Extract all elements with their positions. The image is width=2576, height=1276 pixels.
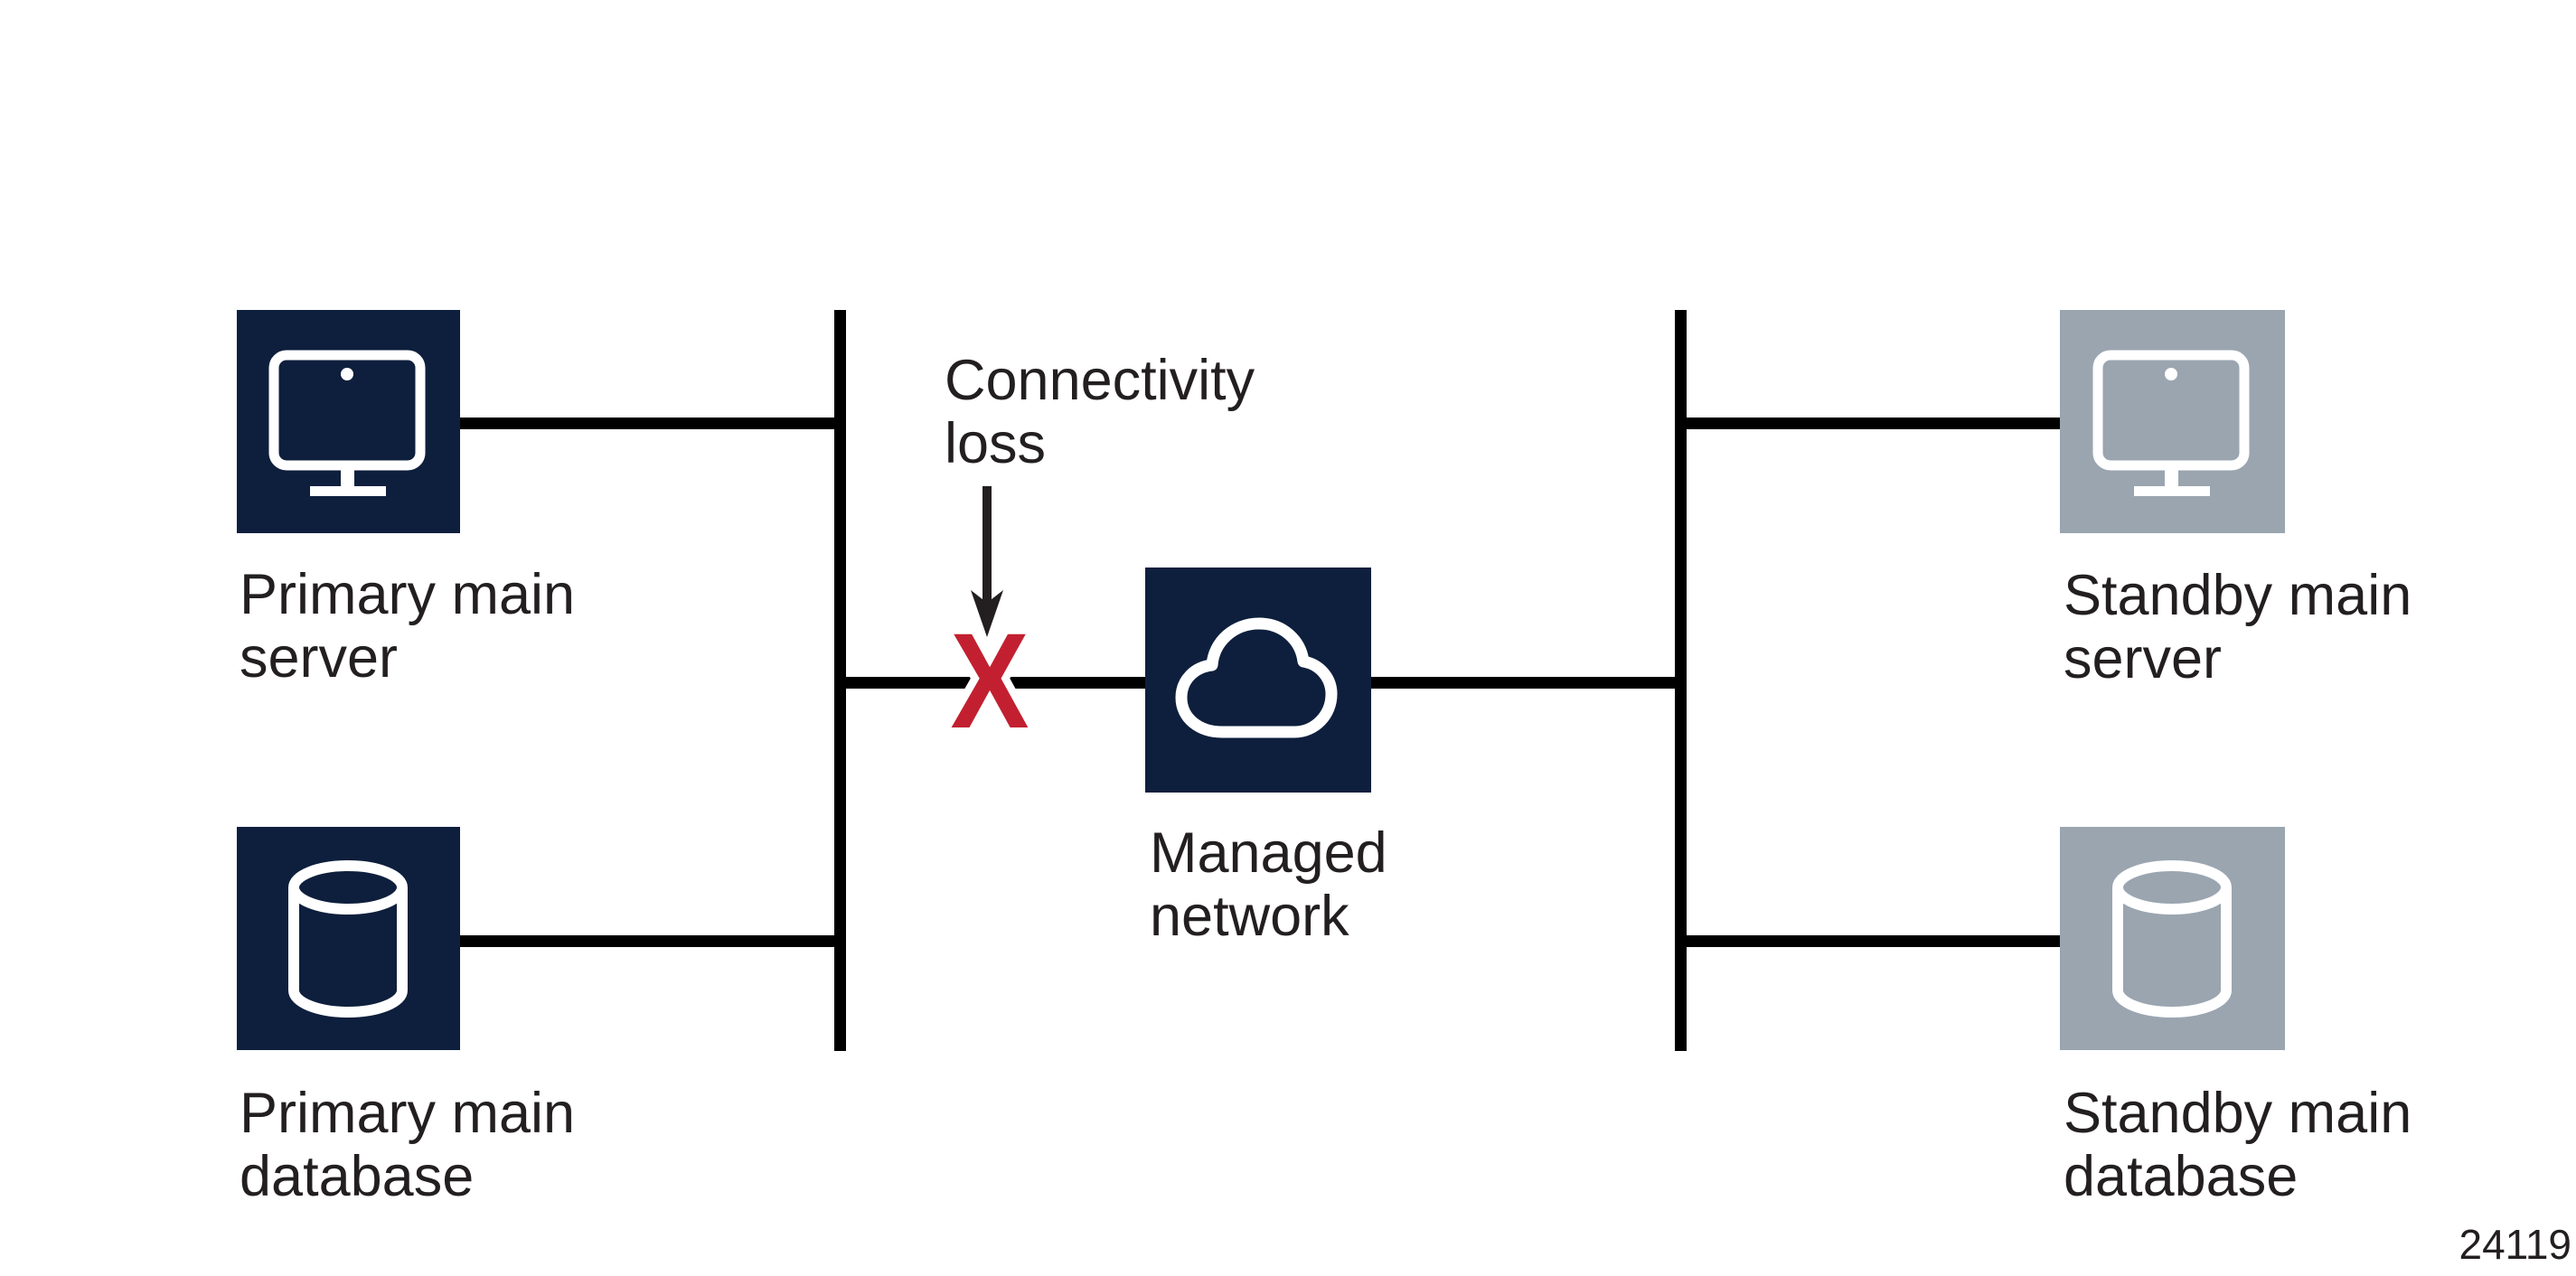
standby-server-label: Standby main server	[2064, 564, 2411, 690]
database-icon	[2112, 860, 2232, 1018]
link-primary-database-to-bus	[460, 935, 846, 947]
connectivity-loss-label-line1: Connectivity	[945, 349, 1255, 412]
primary-server-label: Primary main server	[240, 563, 575, 690]
database-icon	[288, 860, 408, 1018]
connectivity-loss-label-line2: loss	[945, 412, 1047, 475]
connectivity-loss-label: Connectivity loss	[945, 349, 1255, 475]
managed-network-label-line2: network	[1150, 885, 1349, 948]
link-primary-server-to-bus	[460, 418, 846, 429]
x-mark-halo: X	[943, 605, 1037, 757]
x-mark-red: X	[950, 605, 1029, 756]
link-bus-to-managed-network-broken	[834, 677, 1145, 689]
primary-server-label-line1: Primary main	[240, 563, 576, 626]
monitor-icon	[2092, 350, 2250, 496]
link-bus-to-standby-database	[1675, 935, 2060, 947]
primary-server-box	[237, 310, 460, 533]
managed-network-box	[1145, 568, 1371, 793]
primary-database-label-line2: database	[240, 1145, 475, 1208]
standby-database-label: Standby main database	[2064, 1082, 2411, 1208]
primary-database-label: Primary main database	[240, 1082, 575, 1208]
primary-database-label-line1: Primary main	[240, 1082, 576, 1145]
standby-database-box	[2060, 827, 2285, 1050]
down-arrow-icon	[971, 486, 1003, 637]
primary-database-box	[237, 827, 460, 1050]
standby-server-label-line2: server	[2064, 627, 2223, 690]
link-managed-network-to-standby-bus	[1371, 677, 1687, 689]
managed-network-label-line1: Managed	[1150, 821, 1387, 885]
cloud-icon	[1175, 617, 1338, 738]
monitor-icon	[268, 350, 426, 496]
standby-server-label-line1: Standby main	[2064, 564, 2412, 627]
link-bus-to-standby-server	[1675, 418, 2060, 429]
figure-number: 24119	[2458, 1221, 2571, 1268]
standby-server-box	[2060, 310, 2285, 533]
managed-network-label: Managed network	[1150, 821, 1387, 948]
standby-database-label-line1: Standby main	[2064, 1082, 2412, 1145]
primary-server-label-line2: server	[240, 626, 399, 690]
standby-database-label-line2: database	[2064, 1145, 2299, 1208]
